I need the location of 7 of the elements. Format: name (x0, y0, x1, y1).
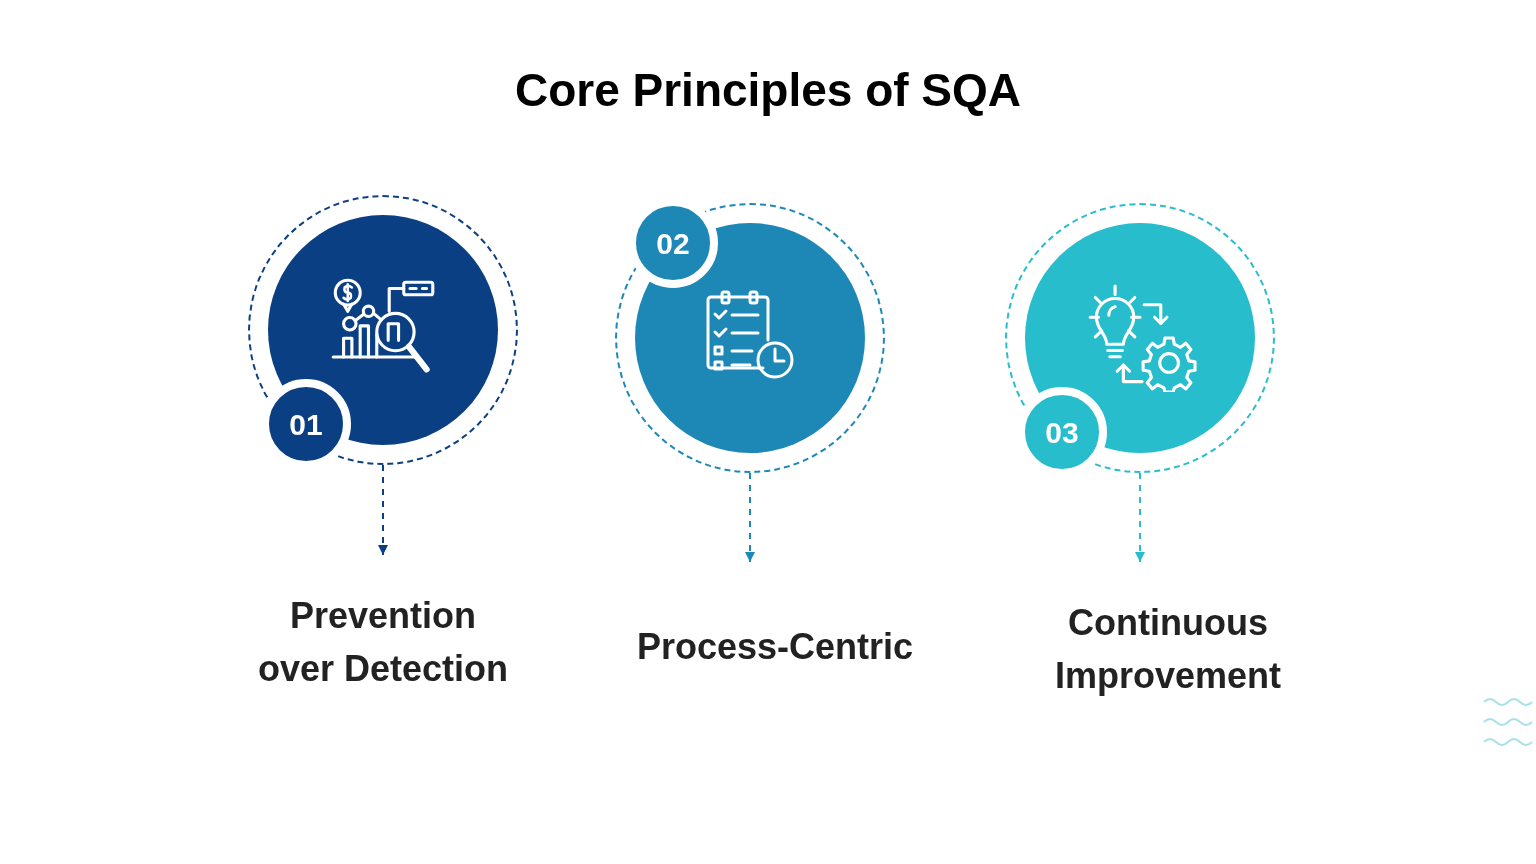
principle-label: Continuous Improvement (1053, 601, 1283, 698)
title: Core Principles of SQA (513, 63, 1023, 118)
dashed-arrow (745, 472, 755, 563)
principle-label: Prevention over Detection (256, 594, 510, 691)
dashed-arrow (378, 464, 388, 556)
dashed-arrow (1135, 472, 1145, 563)
principle-label: Process-Centric (636, 625, 914, 669)
